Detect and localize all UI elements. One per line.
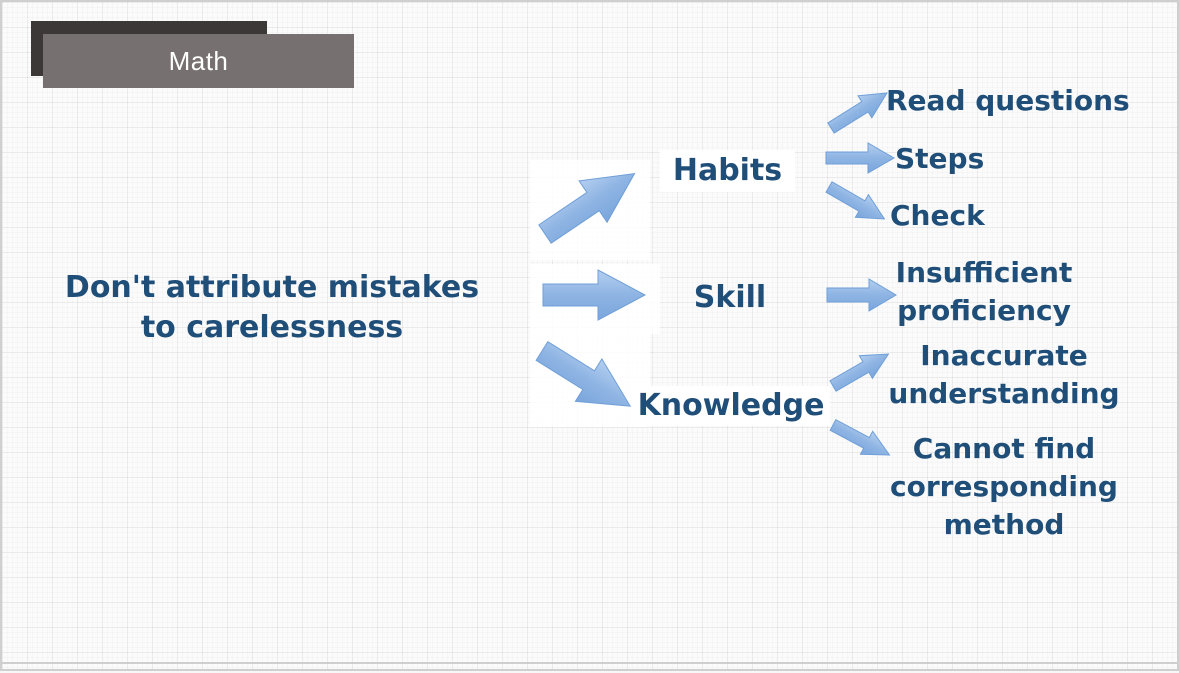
root-line-1: Don't attribute mistakes (64, 270, 480, 305)
arrow-knowledge-to-cannot-find (829, 419, 891, 456)
arrow-root-to-habits (538, 172, 636, 244)
arrow-skill-to-proficiency (826, 278, 897, 312)
leaf-inaccurate-line-2: understanding (888, 377, 1120, 410)
leaf-inaccurate-line-1: Inaccurate (920, 339, 1088, 372)
arrow-habits-to-check (825, 181, 886, 220)
leaf-steps: Steps (895, 142, 985, 175)
branch-habits-label: Habits (660, 150, 795, 192)
leaf-check: Check (890, 199, 985, 232)
leaf-inaccurate-understanding: Inaccurate understanding (882, 337, 1126, 413)
bottom-divider (2, 662, 1179, 664)
arrow-root-to-knowledge (535, 340, 632, 407)
root-node: Don't attribute mistakes to carelessness (42, 268, 502, 348)
leaf-cannot-find-line-1: Cannot find (912, 432, 1096, 465)
arrow-root-to-skill (542, 269, 647, 321)
leaf-read-questions: Read questions (886, 84, 1130, 117)
branch-knowledge-label: Knowledge (632, 386, 830, 426)
leaf-cannot-find-method: Cannot find corresponding method (882, 430, 1126, 544)
leaf-cannot-find-line-3: method (943, 508, 1065, 541)
root-line-2: to carelessness (140, 310, 404, 345)
subject-tag: Math (43, 34, 354, 88)
subject-tag-label: Math (168, 45, 229, 76)
arrow-knowledge-to-inaccurate (829, 353, 890, 392)
branch-skill-label: Skill (693, 280, 767, 315)
arrow-habits-to-steps (825, 142, 896, 174)
leaf-insufficient-line-1: Insufficient (895, 256, 1073, 289)
leaf-cannot-find-line-2: corresponding (890, 470, 1118, 503)
arrow-habits-to-read-questions (827, 92, 888, 134)
leaf-insufficient-proficiency: Insufficient proficiency (884, 254, 1084, 330)
leaf-insufficient-line-2: proficiency (897, 294, 1071, 327)
